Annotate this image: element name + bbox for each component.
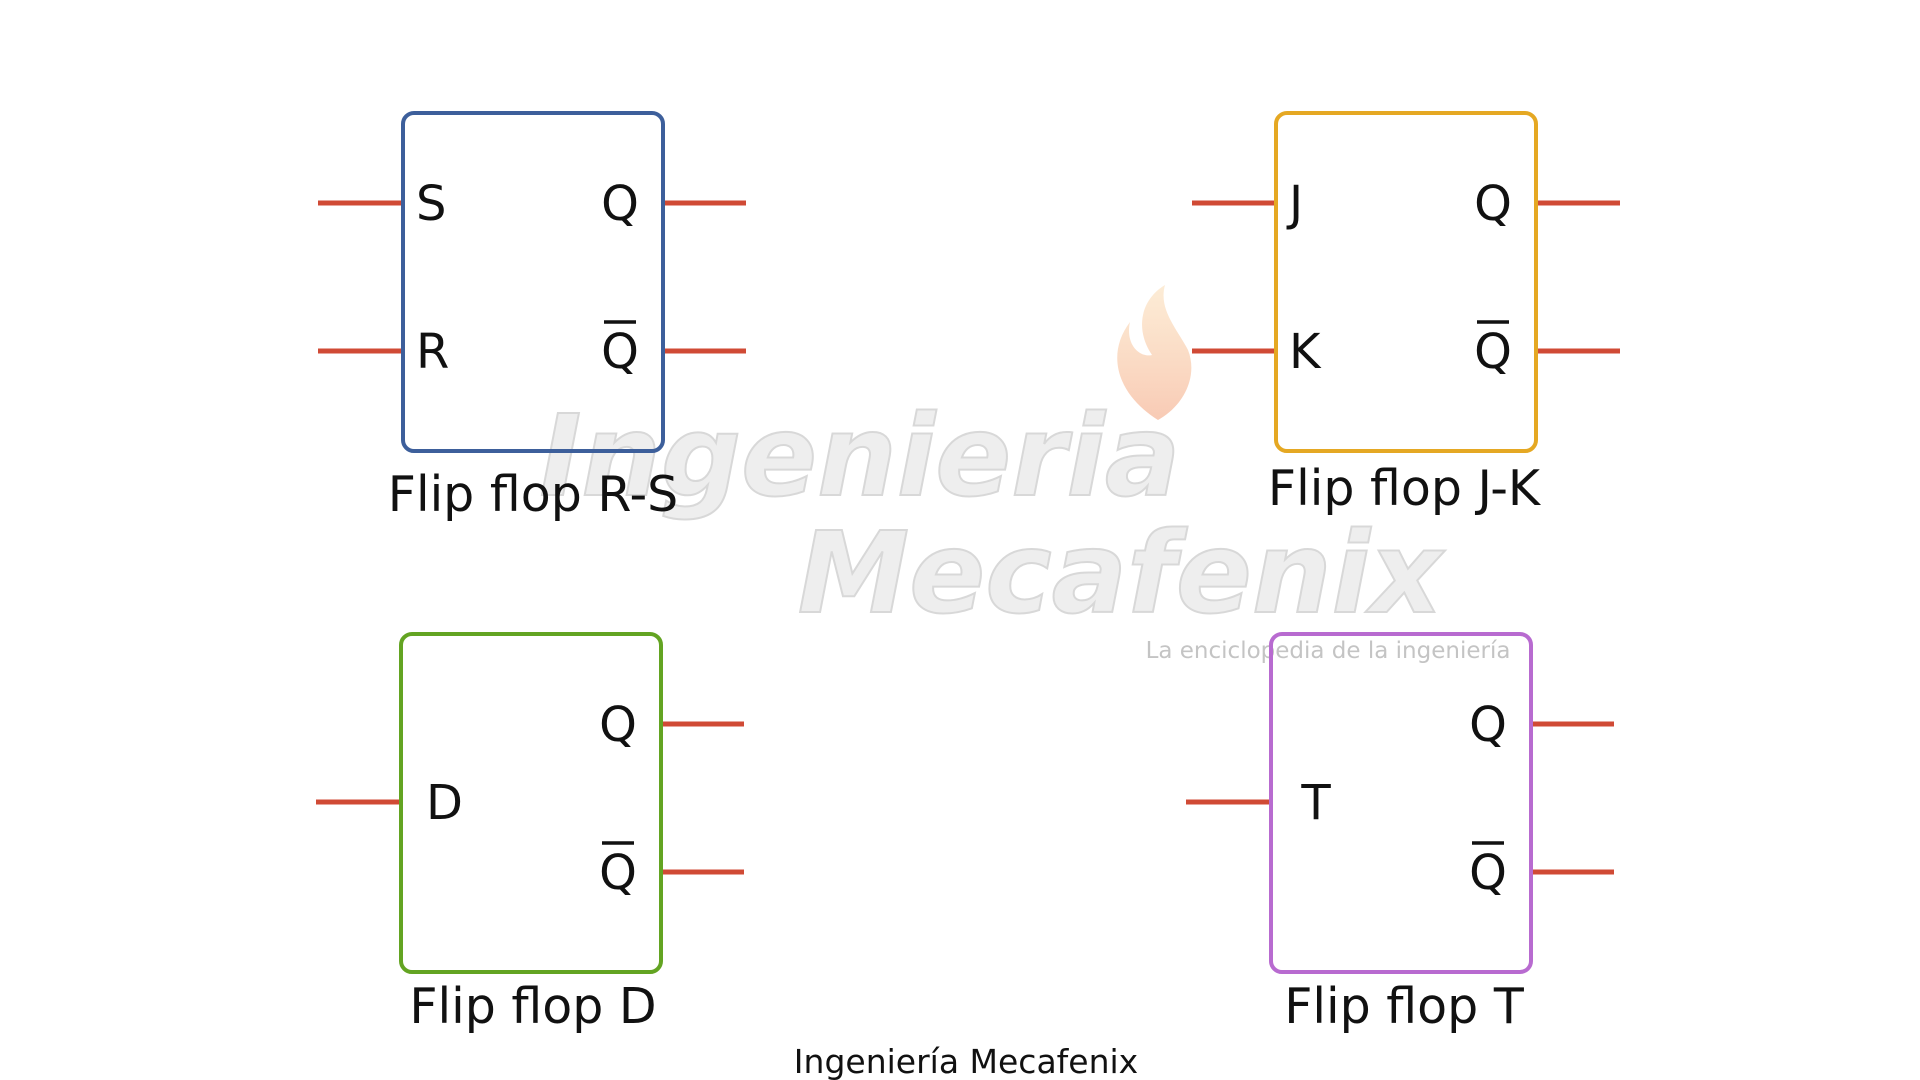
output-label-q: Q (1469, 697, 1507, 753)
flip-flop-title: Flip flop D (409, 978, 656, 1035)
flip-flop-title: Flip flop R-S (388, 466, 678, 523)
flip-flop-body (1274, 111, 1538, 453)
input-label-t: T (1300, 775, 1331, 831)
output-label-q: Q (601, 176, 639, 232)
caption: Ingeniería Mecafenix (794, 1042, 1138, 1080)
flip-flop-jk: J K Q Q Flip flop J-K (1192, 111, 1620, 517)
input-label-r: R (416, 324, 449, 380)
output-label-q: Q (599, 697, 637, 753)
output-label-q-bar: Q (601, 324, 639, 380)
input-label-d: D (426, 775, 463, 831)
flip-flop-body (401, 111, 665, 453)
watermark-tagline: La enciclopedia de la ingeniería (1146, 638, 1511, 664)
flip-flop-title: Flip flop J-K (1268, 460, 1542, 517)
flip-flop-body (399, 632, 663, 974)
flip-flop-title: Flip flop T (1284, 978, 1525, 1035)
output-label-q-bar: Q (599, 845, 637, 901)
flame-logo (1117, 285, 1192, 420)
input-label-s: S (416, 176, 446, 232)
flip-flop-rs: S R Q Q Flip flop R-S (318, 111, 746, 523)
flip-flop-d: D Q Q Flip flop D (316, 632, 744, 1035)
output-label-q: Q (1474, 176, 1512, 232)
flip-flop-body (1269, 632, 1533, 974)
watermark: Ingenieria Mecafenix La enciclopedia de … (539, 285, 1511, 664)
output-label-q-bar: Q (1469, 845, 1507, 901)
watermark-line2: Mecafenix (798, 509, 1446, 639)
output-label-q-bar: Q (1474, 324, 1512, 380)
watermark-line1: Ingenieria (540, 392, 1181, 522)
input-label-k: K (1289, 324, 1322, 380)
input-label-j: J (1286, 176, 1303, 232)
flip-flop-t: T Q Q Flip flop T (1186, 632, 1614, 1035)
